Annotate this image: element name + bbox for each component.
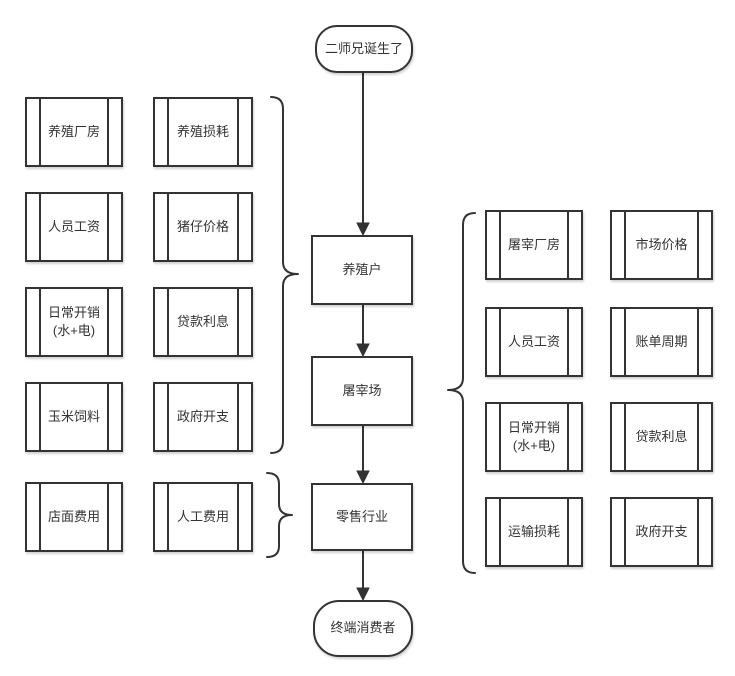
cost-box-labor: 人工费用 <box>153 482 253 552</box>
stage-farmers-label: 养殖户 <box>342 261 382 277</box>
cost-box-market-price: 市场价格 <box>610 210 713 280</box>
cost-box-label: 屠宰厂房 <box>507 236 560 252</box>
cost-box-label: 市场价格 <box>635 236 688 252</box>
flow-arrow-slaughterhouse-to-retail <box>356 425 370 485</box>
cost-box-storefront: 店面费用 <box>25 482 123 552</box>
cost-box-label: 贷款利息 <box>176 313 229 329</box>
cost-box-loan-interest-farming: 贷款利息 <box>153 287 253 357</box>
start-node-label: 二师兄诞生了 <box>324 40 403 56</box>
cost-box-staff-wages-farming: 人员工资 <box>25 192 123 262</box>
stage-retail-node: 零售行业 <box>311 483 413 551</box>
cost-box-farming-loss: 养殖损耗 <box>153 97 253 167</box>
stage-retail-label: 零售行业 <box>335 508 388 524</box>
cost-box-daily-expenses-slaughter: 日常开销 (水+电) <box>485 402 583 472</box>
cost-box-label: 政府开支 <box>176 408 229 424</box>
cost-box-loan-interest-slaughter: 贷款利息 <box>610 402 713 472</box>
flow-arrow-start-to-farmers <box>356 72 370 237</box>
brace-slaughter-costs <box>447 212 476 574</box>
cost-box-label: 玉米饲料 <box>47 408 100 424</box>
cost-box-label: 人员工资 <box>47 218 100 234</box>
cost-box-label: 猪仔价格 <box>176 218 229 234</box>
end-node-label: 终端消费者 <box>330 620 396 636</box>
brace-retail-costs <box>266 472 293 558</box>
cost-box-billing-cycle: 账单周期 <box>610 307 713 377</box>
cost-box-slaughterhouse-building: 屠宰厂房 <box>485 210 583 280</box>
cost-box-piglet-price: 猪仔价格 <box>153 192 253 262</box>
stage-farmers-node: 养殖户 <box>311 235 413 305</box>
start-node: 二师兄诞生了 <box>315 25 413 73</box>
end-node: 终端消费者 <box>313 600 413 657</box>
cost-box-government-expense-farming: 政府开支 <box>153 382 253 452</box>
stage-slaughterhouse-label: 屠宰场 <box>342 382 382 398</box>
cost-box-label: 店面费用 <box>47 508 100 524</box>
cost-box-label: 日常开销 (水+电) <box>507 419 560 453</box>
cost-box-government-expense-slaughter: 政府开支 <box>610 497 713 567</box>
cost-box-label: 人员工资 <box>507 333 560 349</box>
cost-box-label: 养殖厂房 <box>47 123 100 139</box>
cost-box-label: 日常开销 (水+电) <box>47 304 100 338</box>
flow-arrow-retail-to-consumer <box>356 550 370 602</box>
cost-box-corn-feed: 玉米饲料 <box>25 382 123 452</box>
cost-box-staff-wages-slaughter: 人员工资 <box>485 307 583 377</box>
cost-box-daily-expenses-farming: 日常开销 (水+电) <box>25 287 123 357</box>
cost-box-label: 人工费用 <box>176 508 229 524</box>
cost-box-label: 贷款利息 <box>635 428 688 444</box>
brace-farming-costs <box>270 96 299 454</box>
stage-slaughterhouse-node: 屠宰场 <box>311 356 413 426</box>
flow-arrow-farmers-to-slaughterhouse <box>356 304 370 358</box>
cost-box-label: 账单周期 <box>635 333 688 349</box>
cost-box-transport-loss: 运输损耗 <box>485 497 583 567</box>
cost-box-label: 政府开支 <box>635 523 688 539</box>
cost-box-label: 养殖损耗 <box>176 123 229 139</box>
cost-box-farm-building: 养殖厂房 <box>25 97 123 167</box>
cost-box-label: 运输损耗 <box>507 523 560 539</box>
